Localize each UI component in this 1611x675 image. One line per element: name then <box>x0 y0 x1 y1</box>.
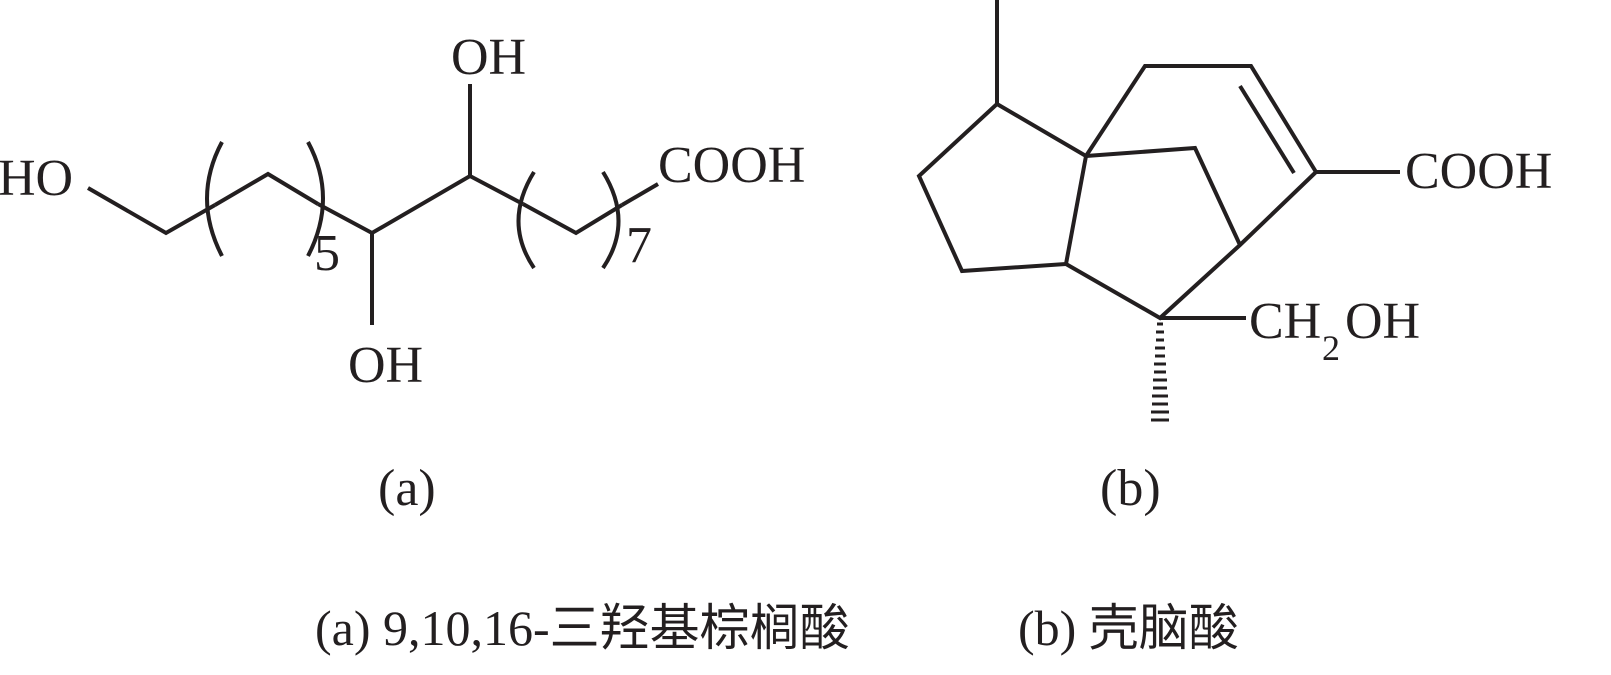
atom-oh-top: OH <box>451 29 526 86</box>
caption-part-b: (b) 壳脑酸 <box>1018 600 1239 656</box>
atom-cooh-b: COOH <box>1405 143 1552 200</box>
bond-upper-bridge <box>1084 64 1318 174</box>
structure-b: COOH CH 2 OH (b) <box>916 0 1552 517</box>
structure-a: HO OH OH COOH 5 7 (a) <box>0 29 805 517</box>
bond-double-inner <box>1238 84 1296 175</box>
atom-ch2oh-oh: OH <box>1345 293 1420 350</box>
bond-repeat-7-inside <box>522 202 624 236</box>
atom-ch2oh-subscript: 2 <box>1322 328 1340 368</box>
bond-to-c10 <box>317 173 524 236</box>
bond-lower-path <box>1065 170 1318 321</box>
paren-7-right <box>601 170 621 270</box>
atom-oh-bottom: OH <box>348 337 423 394</box>
atom-ch2oh: CH 2 OH <box>1249 293 1420 368</box>
bond-ho-chain <box>87 186 216 236</box>
structure-b-bonds <box>916 0 1400 321</box>
ring-cyclopentane <box>916 101 1089 274</box>
atom-ch2oh-ch: CH <box>1249 293 1321 350</box>
structure-a-bonds <box>87 84 660 325</box>
paren-5-right <box>306 141 325 257</box>
repeat-count-5: 5 <box>314 225 340 282</box>
panel-label-a: (a) <box>378 460 436 517</box>
repeat-count-7: 7 <box>626 217 652 274</box>
bond-repeat-5-inside <box>213 171 320 207</box>
paren-7-left <box>516 170 536 270</box>
figure-caption: (a) 9,10,16-三羟基棕榈酸 (b) 壳脑酸 <box>315 600 1239 656</box>
panel-label-b: (b) <box>1100 460 1161 517</box>
caption-part-a: (a) 9,10,16-三羟基棕榈酸 <box>315 600 850 656</box>
bond-to-cooh-a <box>620 182 660 207</box>
hashed-wedge-methyl <box>1151 322 1169 422</box>
atom-cooh-a: COOH <box>658 137 805 194</box>
bond-bridge <box>1085 145 1242 246</box>
atom-ho-left: HO <box>0 150 73 207</box>
paren-5-left <box>205 141 224 257</box>
